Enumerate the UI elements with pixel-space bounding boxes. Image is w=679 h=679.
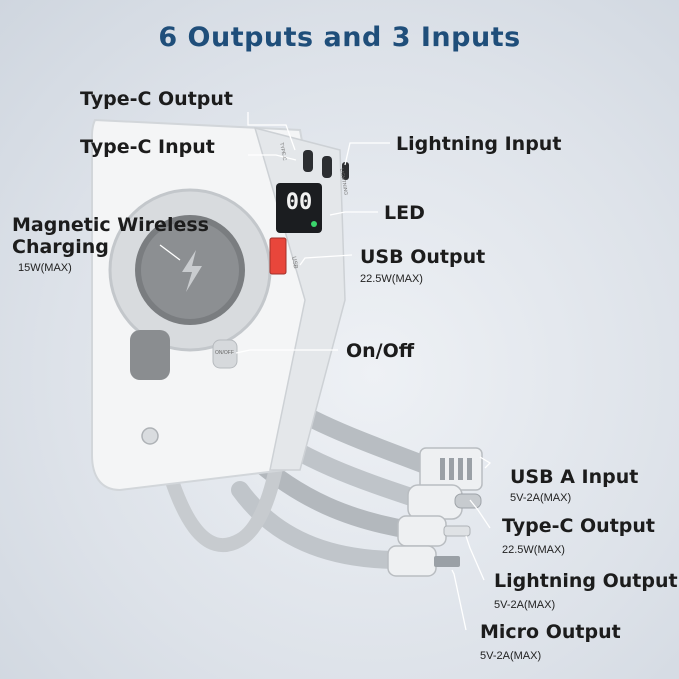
label-lightning-output: Lightning Output bbox=[494, 570, 678, 592]
led-readout: 00 bbox=[285, 190, 313, 215]
usb-output-port bbox=[269, 237, 287, 275]
typec-connector bbox=[407, 484, 463, 520]
lightning-bolt-icon bbox=[182, 250, 202, 292]
stand-hinge bbox=[130, 330, 170, 380]
hinge-pin bbox=[141, 427, 159, 445]
label-typec-cable-output: Type-C Output bbox=[502, 515, 655, 537]
label-typec-input: Type-C Input bbox=[80, 136, 215, 158]
lightning-connector bbox=[397, 515, 447, 547]
lightning-port bbox=[342, 162, 349, 180]
label-magnetic-wireless: Magnetic Wireless bbox=[12, 214, 209, 236]
label-usb-output-spec: 22.5W(MAX) bbox=[360, 273, 423, 285]
page-title: 6 Outputs and 3 Inputs bbox=[158, 22, 521, 53]
led-indicator bbox=[311, 221, 317, 227]
label-typec-cable-spec: 22.5W(MAX) bbox=[502, 544, 565, 556]
label-usb-output: USB Output bbox=[360, 246, 486, 268]
typec-port-input bbox=[322, 156, 332, 178]
cable-connectors bbox=[387, 447, 483, 577]
cable-micro bbox=[231, 481, 409, 569]
label-micro-output-spec: 5V-2A(MAX) bbox=[480, 650, 542, 662]
label-on-off: On/Off bbox=[346, 340, 415, 362]
label-usb-a-input: USB A Input bbox=[510, 466, 639, 488]
label-wireless-spec: 15W(MAX) bbox=[18, 262, 72, 274]
label-charging: Charging bbox=[12, 236, 109, 258]
power-bank-body bbox=[91, 118, 349, 492]
on-off-button bbox=[212, 339, 238, 369]
label-typec-output: Type-C Output bbox=[80, 88, 233, 110]
label-lightning-output-spec: 5V-2A(MAX) bbox=[494, 599, 556, 611]
callout-lines bbox=[159, 112, 492, 631]
typec-port-output bbox=[303, 150, 313, 172]
label-micro-output: Micro Output bbox=[480, 621, 621, 643]
micro-usb-connector bbox=[387, 545, 437, 577]
button-label-on-off: ON/OFF bbox=[215, 350, 234, 356]
label-usb-a-input-spec: 5V-2A(MAX) bbox=[510, 492, 572, 504]
led-display bbox=[276, 183, 322, 233]
label-lightning-input: Lightning Input bbox=[396, 133, 562, 155]
label-led: LED bbox=[384, 202, 425, 224]
